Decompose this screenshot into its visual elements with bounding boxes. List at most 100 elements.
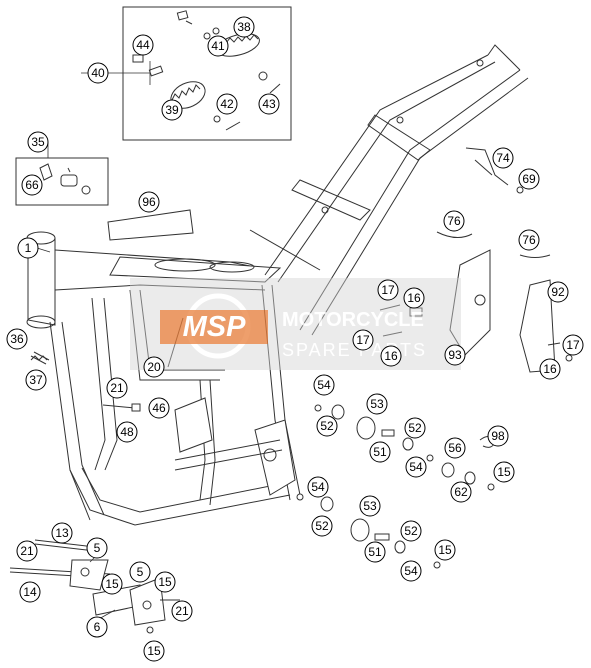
callout-56: 56 xyxy=(444,437,466,459)
callout-21: 21 xyxy=(171,600,193,622)
svg-text:36: 36 xyxy=(10,332,24,346)
callout-52: 52 xyxy=(400,520,422,542)
svg-text:39: 39 xyxy=(165,103,179,117)
svg-text:98: 98 xyxy=(491,429,505,443)
svg-text:5: 5 xyxy=(94,541,101,555)
svg-text:21: 21 xyxy=(20,544,34,558)
svg-text:52: 52 xyxy=(404,524,418,538)
svg-text:92: 92 xyxy=(551,285,565,299)
svg-text:52: 52 xyxy=(320,419,334,433)
svg-text:52: 52 xyxy=(408,421,422,435)
callout-43: 43 xyxy=(258,93,280,115)
svg-text:35: 35 xyxy=(31,135,45,149)
svg-text:40: 40 xyxy=(91,66,105,80)
svg-text:41: 41 xyxy=(211,39,225,53)
callout-17: 17 xyxy=(377,279,399,301)
callout-15: 15 xyxy=(101,573,123,595)
callout-41: 41 xyxy=(207,35,229,57)
svg-text:1: 1 xyxy=(25,241,32,255)
callout-15: 15 xyxy=(154,571,176,593)
svg-text:53: 53 xyxy=(363,499,377,513)
callout-13: 13 xyxy=(51,522,73,544)
callout-14: 14 xyxy=(19,581,41,603)
clip-inset-box xyxy=(15,157,109,206)
svg-text:21: 21 xyxy=(110,381,124,395)
svg-text:6: 6 xyxy=(94,620,101,634)
svg-text:20: 20 xyxy=(147,360,161,374)
callout-16: 16 xyxy=(539,358,561,380)
svg-text:15: 15 xyxy=(438,543,452,557)
callout-5: 5 xyxy=(86,537,108,559)
callout-93: 93 xyxy=(444,344,466,366)
callout-74: 74 xyxy=(492,147,514,169)
svg-text:74: 74 xyxy=(496,151,510,165)
svg-text:56: 56 xyxy=(448,441,462,455)
watermark-line1: MOTORCYCLE xyxy=(282,309,424,331)
svg-text:54: 54 xyxy=(317,378,331,392)
svg-text:14: 14 xyxy=(23,585,37,599)
callout-52: 52 xyxy=(311,515,333,537)
footrest-inset-box xyxy=(122,6,292,141)
svg-text:76: 76 xyxy=(447,214,461,228)
svg-text:62: 62 xyxy=(454,485,468,499)
callout-44: 44 xyxy=(132,34,154,56)
svg-text:76: 76 xyxy=(522,233,536,247)
callout-17: 17 xyxy=(352,329,374,351)
svg-text:5: 5 xyxy=(137,565,144,579)
svg-text:54: 54 xyxy=(409,460,423,474)
loose-parts xyxy=(9,147,573,634)
svg-text:66: 66 xyxy=(25,178,39,192)
callout-53: 53 xyxy=(359,495,381,517)
callout-5: 5 xyxy=(129,561,151,583)
callout-40: 40 xyxy=(87,62,109,84)
clip-parts xyxy=(39,163,91,195)
svg-text:17: 17 xyxy=(566,338,580,352)
callout-54: 54 xyxy=(405,456,427,478)
svg-text:17: 17 xyxy=(381,283,395,297)
callout-20: 20 xyxy=(143,356,165,378)
svg-text:17: 17 xyxy=(356,333,370,347)
callout-37: 37 xyxy=(25,369,47,391)
callout-36: 36 xyxy=(6,328,28,350)
svg-text:38: 38 xyxy=(237,20,251,34)
callout-35: 35 xyxy=(27,131,49,153)
callout-51: 51 xyxy=(364,541,386,563)
svg-text:16: 16 xyxy=(543,362,557,376)
callout-69: 69 xyxy=(518,168,540,190)
watermark-logo-badge xyxy=(160,310,268,344)
svg-text:16: 16 xyxy=(384,349,398,363)
svg-text:46: 46 xyxy=(152,401,166,415)
callout-15: 15 xyxy=(493,461,515,483)
callout-21: 21 xyxy=(16,540,38,562)
svg-text:15: 15 xyxy=(497,465,511,479)
svg-text:54: 54 xyxy=(404,564,418,578)
callout-53: 53 xyxy=(366,393,388,415)
watermark-logo: MSP xyxy=(183,311,247,343)
callout-48: 48 xyxy=(116,421,138,443)
callout-16: 16 xyxy=(380,345,402,367)
callout-46: 46 xyxy=(148,397,170,419)
callout-1: 1 xyxy=(17,237,39,259)
callout-52: 52 xyxy=(404,417,426,439)
callout-17: 17 xyxy=(562,334,584,356)
svg-text:69: 69 xyxy=(522,172,536,186)
callout-54: 54 xyxy=(313,374,335,396)
svg-text:48: 48 xyxy=(120,425,134,439)
callout-42: 42 xyxy=(216,93,238,115)
svg-text:96: 96 xyxy=(142,195,156,209)
svg-text:13: 13 xyxy=(55,526,69,540)
callout-96: 96 xyxy=(138,191,160,213)
callout-54: 54 xyxy=(307,476,329,498)
svg-text:16: 16 xyxy=(407,291,421,305)
svg-text:93: 93 xyxy=(448,348,462,362)
callout-66: 66 xyxy=(21,174,43,196)
svg-text:53: 53 xyxy=(370,397,384,411)
svg-text:51: 51 xyxy=(368,545,382,559)
svg-text:15: 15 xyxy=(147,644,161,658)
callout-21: 21 xyxy=(106,377,128,399)
callout-15: 15 xyxy=(143,640,165,662)
svg-text:21: 21 xyxy=(175,604,189,618)
callout-52: 52 xyxy=(316,415,338,437)
svg-text:52: 52 xyxy=(315,519,329,533)
callout-54: 54 xyxy=(400,560,422,582)
